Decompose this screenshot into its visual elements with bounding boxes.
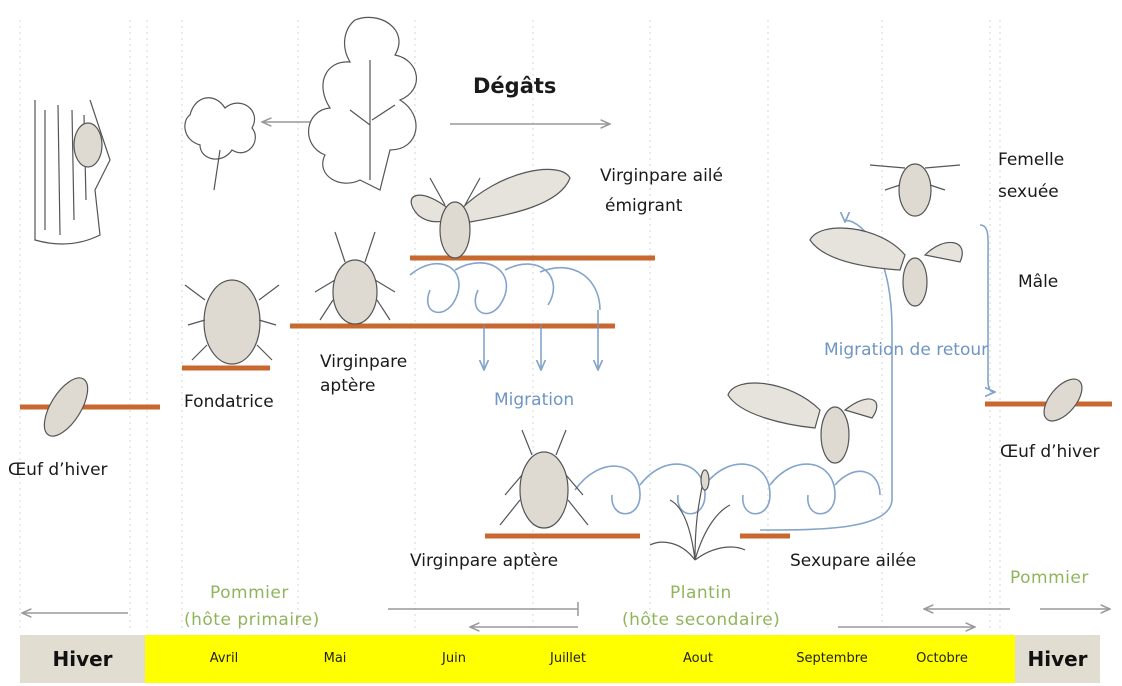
sexupare-ailee-label: Sexupare ailée: [790, 551, 916, 572]
migration-retour-label: Migration de retour: [824, 340, 988, 361]
return-migration-right: [980, 225, 995, 392]
month-juillet: Juillet: [550, 635, 586, 683]
aphid-virginpare-aptere-bottom-icon: [500, 430, 588, 528]
egg-right-icon: [1037, 372, 1089, 427]
aphid-virginpare-aile-icon: [411, 169, 570, 258]
damage-label: Dégâts: [473, 73, 556, 99]
apple-flower-icon: [185, 98, 255, 190]
virginpare-aptere-label-line1: Virginpare: [320, 352, 407, 373]
month-octobre: Octobre: [916, 635, 968, 683]
oeuf-hiver-left-label: Œuf d’hiver: [8, 460, 108, 481]
month-avril: Avril: [210, 635, 238, 683]
tree-bark-icon: [35, 100, 110, 244]
femelle-label-line1: Femelle: [998, 150, 1064, 171]
month-mai: Mai: [324, 635, 347, 683]
timeline-band: Hiver Hiver Avril Mai Juin Juillet Aout …: [20, 635, 1120, 683]
month-juin: Juin: [442, 635, 466, 683]
winter-right-cell: Hiver: [1015, 635, 1100, 683]
virginpare-aptere-bottom-label: Virginpare aptère: [410, 551, 558, 572]
plantin-label-line2: (hôte secondaire): [622, 610, 780, 631]
migration-loops-top: [410, 263, 600, 370]
aphid-male-icon: [810, 228, 962, 306]
plantin-label-line1: Plantin: [670, 583, 732, 604]
femelle-label-line2: sexuée: [998, 182, 1059, 203]
pommier-right-label: Pommier: [1010, 568, 1089, 589]
pommier-primary-label-line1: Pommier: [210, 583, 289, 604]
male-label: Mâle: [1018, 272, 1058, 293]
virginpare-aile-label-line2: émigrant: [605, 196, 682, 217]
gray-arrows: [22, 122, 1110, 627]
aphid-fondatrice-icon: [185, 280, 279, 364]
aphid-female-icon: [870, 164, 960, 216]
month-aout: Aout: [683, 635, 713, 683]
pommier-primary-label-line2: (hôte primaire): [184, 610, 320, 631]
plantain-plant-icon: [650, 470, 745, 560]
winter-left-cell: Hiver: [20, 635, 145, 683]
month-septembre: Septembre: [796, 635, 868, 683]
migration-label: Migration: [494, 390, 574, 411]
apple-leaves-icon: [309, 17, 417, 190]
oeuf-hiver-right-label: Œuf d’hiver: [1000, 442, 1100, 463]
aphid-virginpare-aptere-icon: [315, 232, 395, 324]
migration-loops-bottom: [575, 221, 995, 530]
aphid-sexupare-icon: [728, 383, 877, 463]
fondatrice-label: Fondatrice: [184, 392, 274, 413]
virginpare-aile-label-line1: Virginpare ailé: [600, 166, 723, 187]
virginpare-aptere-label-line2: aptère: [320, 376, 375, 397]
